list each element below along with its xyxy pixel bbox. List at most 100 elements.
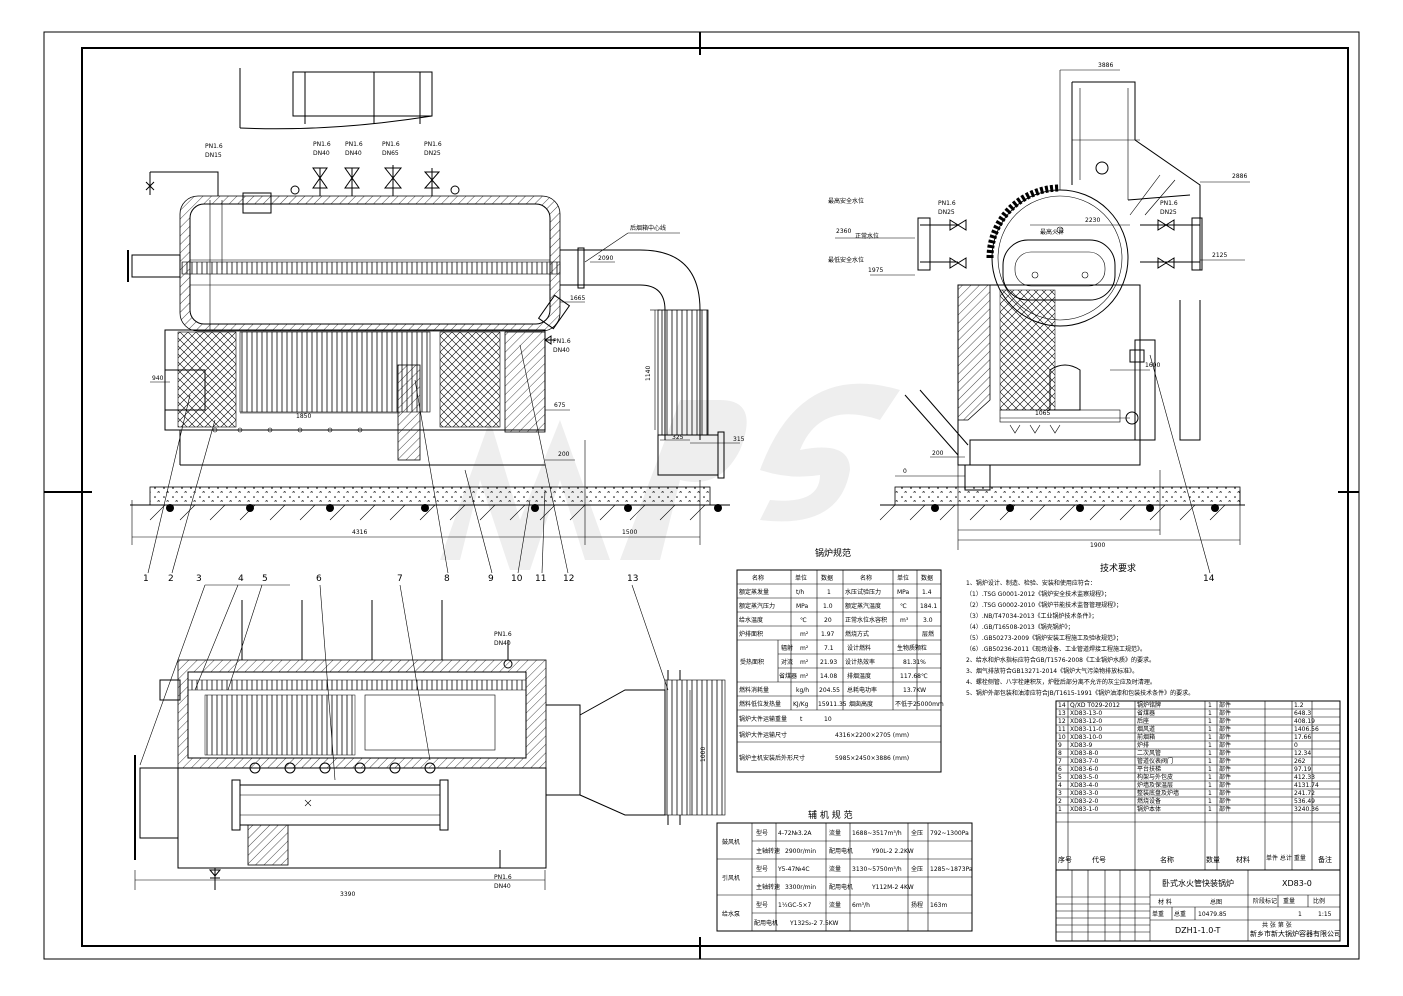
tb-material-label: 材 料 xyxy=(1158,898,1172,906)
tb-model: DZH1-1.0-T xyxy=(1175,926,1221,935)
parts-row-9-cell-3: 1 xyxy=(1208,774,1212,781)
bs-r0c4: MPa xyxy=(897,589,910,596)
dim-3886: 3886 xyxy=(1098,62,1113,69)
aux-g2-r0c2: 流量 xyxy=(829,901,841,909)
bs-r3c3: 燃烧方式 xyxy=(845,630,869,638)
boiler-spec-title: 锅炉规范 xyxy=(815,547,851,559)
bs-h1: 单位 xyxy=(795,574,807,582)
parts-row-5-cell-1: XD83-9 xyxy=(1070,742,1093,749)
bs-r1c4: ℃ xyxy=(900,603,907,610)
aux-g1-r0c3: 3130~5750m³/h xyxy=(852,866,902,873)
aux-g2-r0c5: 163m xyxy=(930,902,947,909)
dim-1500: 1500 xyxy=(622,529,637,536)
parts-row-11-cell-3: 1 xyxy=(1208,790,1212,797)
end-valve-label-2: PN1.6 xyxy=(1160,200,1178,207)
callout-4: 4 xyxy=(238,574,244,584)
parts-row-11-cell-1: XD83-3-0 xyxy=(1070,790,1099,797)
dim-675: 675 xyxy=(554,402,566,409)
inner-border xyxy=(81,47,1349,947)
bs-h2: 数据 xyxy=(821,574,833,582)
bs-r4c2: 204.55 xyxy=(819,687,840,694)
parts-row-7-cell-1: XD83-7-0 xyxy=(1070,758,1099,765)
aux-g2-r0c3: 6m³/h xyxy=(852,902,870,909)
parts-row-3-cell-1: XD83-11-0 xyxy=(1070,726,1102,733)
aux-g2-r0c1: 1½GC-5×7 xyxy=(778,902,811,909)
pl-h-qty: 数量 xyxy=(1206,855,1220,864)
parts-row-2-cell-6: 408.19 xyxy=(1294,718,1315,725)
dim-1665: 1665 xyxy=(570,295,585,302)
aux-g2-r0c0: 型号 xyxy=(756,901,768,909)
callout-7: 7 xyxy=(397,574,403,584)
callout-8: 8 xyxy=(444,574,450,584)
side-view xyxy=(127,68,740,545)
parts-row-0-cell-3: 1 xyxy=(1208,702,1212,709)
bs-heating-group: 受热面积 xyxy=(740,658,764,666)
flue-centerline-label: 后烟箱中心线 xyxy=(630,224,666,232)
aux-g0-name: 鼓风机 xyxy=(722,838,740,846)
aux-g0-r1c2: 配用电机 xyxy=(829,847,853,855)
end-view xyxy=(835,69,1250,550)
parts-row-5-cell-4: 部件 xyxy=(1219,741,1231,749)
water-level-max: 最高安全水位 xyxy=(828,197,864,205)
bs-r6c1: t xyxy=(800,716,803,723)
bs-r3c0: 炉排面积 xyxy=(739,630,763,638)
pl-h-name: 名称 xyxy=(1160,855,1174,864)
parts-row-11-cell-4: 部件 xyxy=(1219,789,1231,797)
aux-g1-r1c1: 3300r/min xyxy=(785,884,816,891)
water-level-normal: 正常水位 xyxy=(855,232,879,240)
bs-hr2c2: 14.08 xyxy=(820,673,837,680)
bs-r4c3: 总耗电功率 xyxy=(847,686,877,694)
bs-transport-label: 锅炉大件运输尺寸 xyxy=(739,731,787,739)
callout-3: 3 xyxy=(196,574,202,584)
parts-row-6-cell-4: 部件 xyxy=(1219,749,1231,757)
parts-row-5-cell-0: 9 xyxy=(1058,742,1062,749)
parts-row-4-cell-0: 10 xyxy=(1058,734,1066,741)
bs-r1c2: 1.0 xyxy=(823,603,833,610)
dim-2360: 2360 xyxy=(836,228,851,235)
parts-row-9-cell-1: XD83-5-0 xyxy=(1070,774,1099,781)
bs-r5c1: KJ/Kg xyxy=(793,701,809,708)
bs-r4c0: 燃料消耗量 xyxy=(739,686,769,694)
bs-hr1c0: 对流 xyxy=(781,658,793,666)
bs-h5: 数据 xyxy=(921,574,933,582)
bs-hr1c2: 21.93 xyxy=(820,659,837,666)
tech-req-line-1: （1）.TSG G0001-2012《锅炉安全技术监察规程》； xyxy=(966,590,1110,598)
plan-valve-bottom-label: PN1.6 xyxy=(494,874,512,881)
aux-g0-r0c5: 792~1300Pa xyxy=(930,830,969,837)
watermark xyxy=(440,383,900,570)
dim-2090: 2090 xyxy=(598,255,613,262)
valve-size-1: DN15 xyxy=(205,152,222,159)
parts-row-0-cell-1: Q/XD T029-2012 xyxy=(1070,702,1120,709)
parts-row-12-cell-2: 燃烧设备 xyxy=(1137,797,1161,805)
parts-row-13-cell-1: XD83-1-0 xyxy=(1070,806,1099,813)
parts-row-7-cell-6: 262 xyxy=(1294,758,1306,765)
parts-row-13-cell-3: 1 xyxy=(1208,806,1212,813)
parts-row-5-cell-2: 炉排 xyxy=(1137,741,1149,749)
dim-200-end: 200 xyxy=(932,450,944,457)
parts-row-9-cell-6: 412.33 xyxy=(1294,774,1315,781)
parts-row-10-cell-2: 炉墙及保温层 xyxy=(1137,781,1173,789)
callout-6: 6 xyxy=(316,574,322,584)
bs-r6c2: 10 xyxy=(824,716,832,723)
bs-r0c3: 水压试验压力 xyxy=(845,588,881,596)
bs-r6c0: 锅炉大件运输重量 xyxy=(739,715,787,723)
title-block: 卧式水火管快装锅炉 XD83-0 材 料 总图 单重 总重 10479.85 阶… xyxy=(1055,869,1341,942)
aux-g2-r0c4: 扬程 xyxy=(911,901,923,909)
parts-row-4-cell-1: XD83-10-0 xyxy=(1070,734,1102,741)
parts-row-6-cell-3: 1 xyxy=(1208,750,1212,757)
bs-r0c2: 1 xyxy=(827,589,831,596)
outlet-valve-size: DN40 xyxy=(553,347,570,354)
parts-row-8-cell-3: 1 xyxy=(1208,766,1212,773)
pl-h-material: 材料 xyxy=(1236,855,1250,864)
tech-req-line-7: 2、给水和炉水指标应符合GB/T1576-2008《工业锅炉水质》的要求。 xyxy=(966,656,1155,664)
bs-h4: 单位 xyxy=(897,574,909,582)
callout-leaders xyxy=(139,344,1211,781)
parts-row-5-cell-6: 0 xyxy=(1294,742,1298,749)
tb-drawing-name: 总图 xyxy=(1210,898,1222,906)
parts-row-8-cell-0: 6 xyxy=(1058,766,1062,773)
parts-row-8-cell-6: 97.19 xyxy=(1294,766,1311,773)
parts-row-7-cell-3: 1 xyxy=(1208,758,1212,765)
parts-row-13-cell-0: 1 xyxy=(1058,806,1062,813)
parts-row-6-cell-1: XD83-8-0 xyxy=(1070,750,1099,757)
aux-g2-r1c1: Y132S₂-2 7.5KW xyxy=(789,920,838,927)
